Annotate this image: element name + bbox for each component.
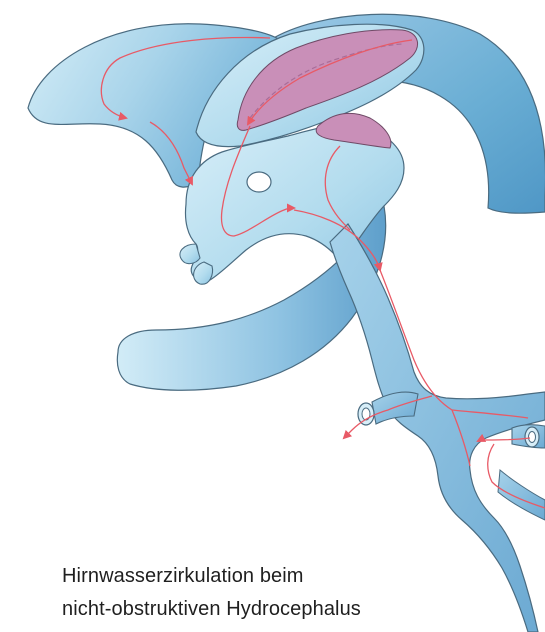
caption-line-2: nicht-obstruktiven Hydrocephalus (62, 593, 502, 626)
caption-line-1: Hirnwasserzirkulation beim (62, 560, 502, 593)
figure-caption: Hirnwasserzirkulation beim nicht-obstruk… (62, 560, 502, 626)
interthalamic-adhesion (247, 172, 271, 192)
